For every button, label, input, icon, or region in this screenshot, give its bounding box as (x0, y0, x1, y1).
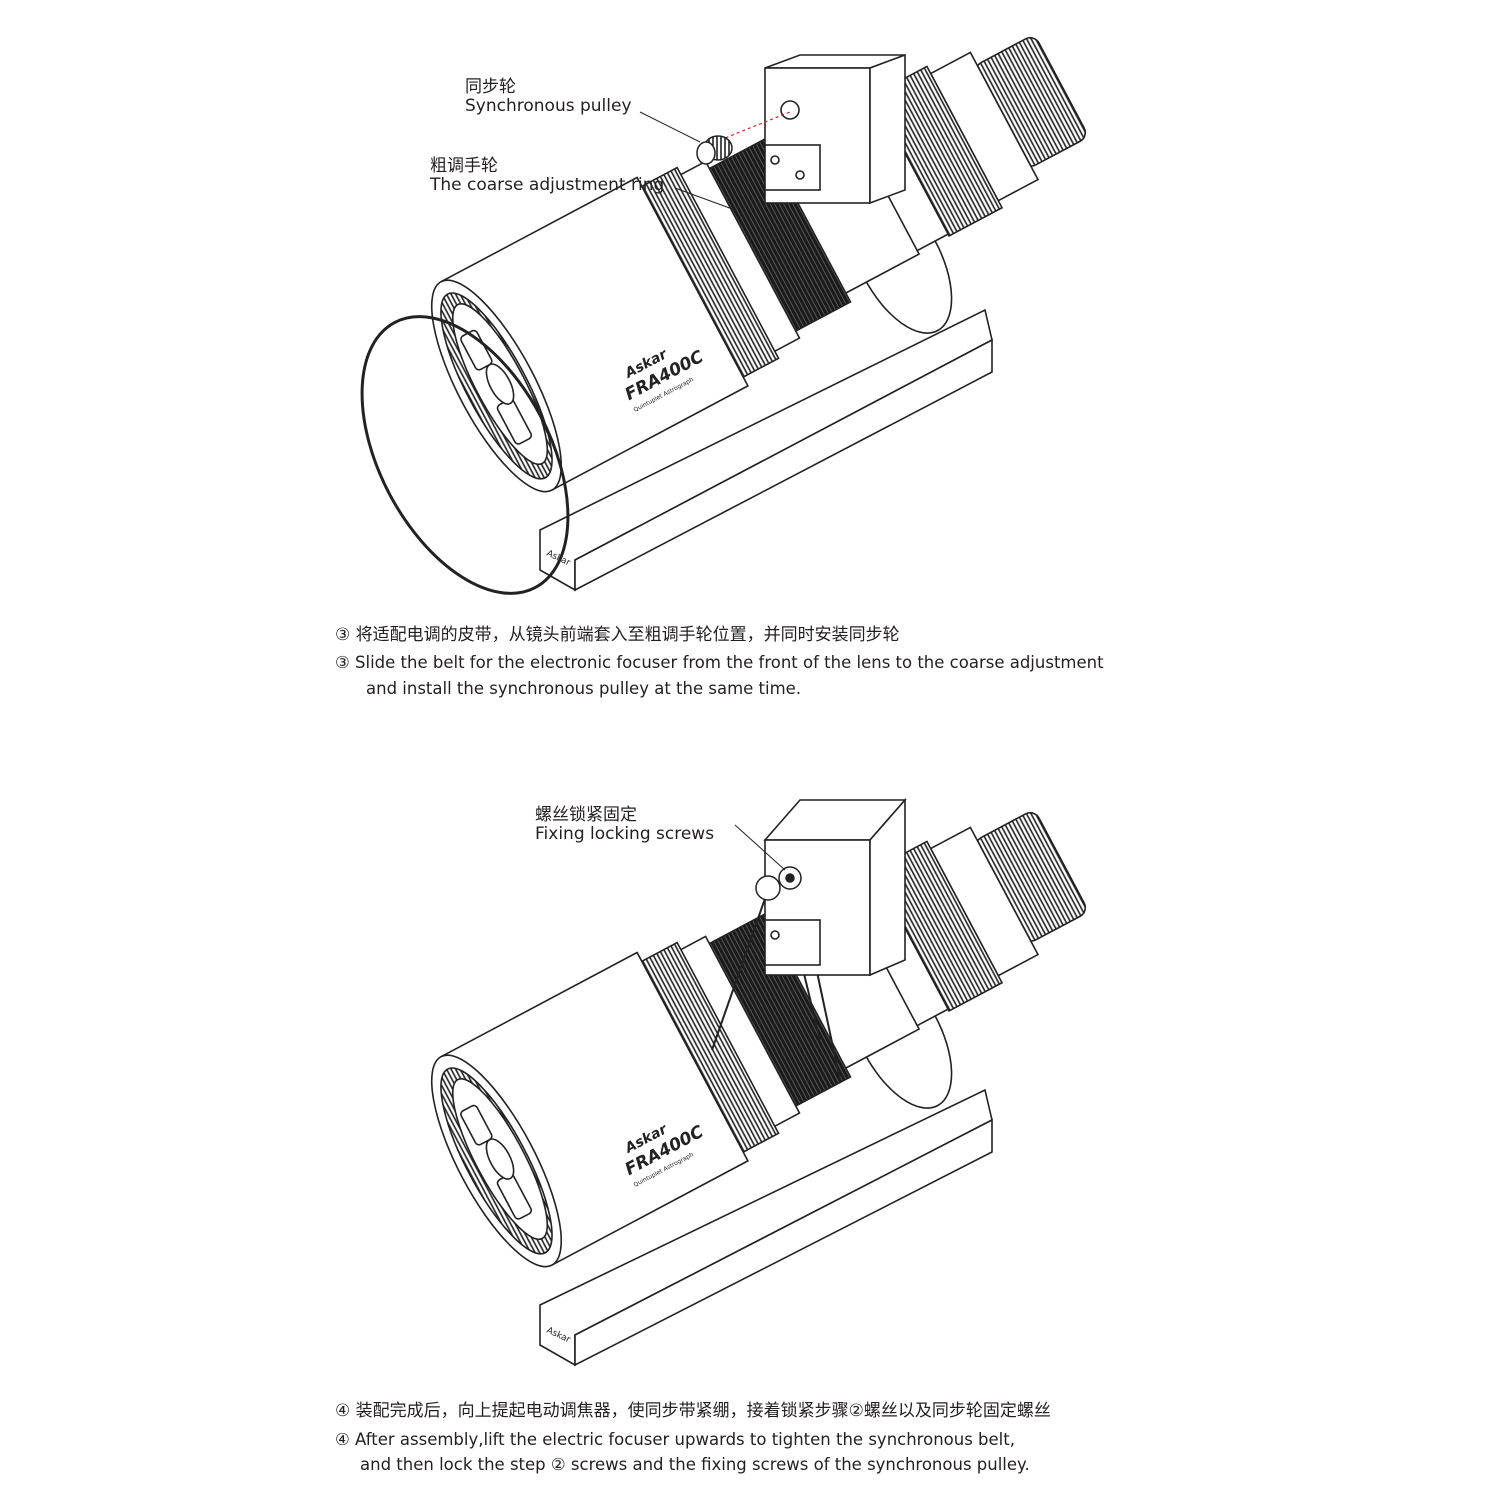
dovetail-plate: Askar (539, 308, 993, 592)
step3-instruction-en-line1: ③ Slide the belt for the electronic focu… (335, 653, 1104, 672)
electric-focuser (764, 53, 906, 205)
callout-screws-en: Fixing locking screws (535, 824, 715, 844)
lens-assembly-illustration-1: Askar Askar FRA400C Quintuplet Astrograp… (360, 0, 1118, 595)
step3-instruction-zh: ③ 将适配电调的皮带，从镜头前端套入至粗调手轮位置，并同时安装同步轮 (335, 625, 900, 645)
belt (360, 315, 570, 595)
step4-instruction-zh: ④ 装配完成后，向上提起电动调焦器，使同步带紧绷，接着锁紧步骤②螺丝以及同步轮固… (335, 1401, 1051, 1421)
callout-ring-en: The coarse adjustment ring (430, 175, 665, 195)
step4-instruction-en-line2: and then lock the step ② screws and the … (360, 1455, 1030, 1474)
step4-instruction-en-line1: ④ After assembly,lift the electric focus… (335, 1430, 1015, 1449)
lens-assembly-illustration-2: Askar Askar FRA400C Quintuplet Astrograp… (406, 780, 1118, 1367)
dovetail-plate: Askar (539, 1088, 993, 1367)
callout-screws-zh: 螺丝锁紧固定 (535, 805, 637, 825)
lens-body: Askar FRA400C Quintuplet Astrograph (406, 780, 1118, 1284)
synchronous-pulley (755, 866, 802, 901)
callout-pulley-zh: 同步轮 (465, 77, 516, 97)
synchronous-pulley (696, 135, 733, 165)
callout-pulley-en: Synchronous pulley (465, 96, 632, 116)
step3-instruction-en-line2: and install the synchronous pulley at th… (366, 679, 802, 698)
lens-body: Askar FRA400C Quintuplet Astrograph (406, 0, 1118, 509)
callout-ring-zh: 粗调手轮 (430, 156, 498, 176)
electric-focuser (763, 797, 907, 977)
